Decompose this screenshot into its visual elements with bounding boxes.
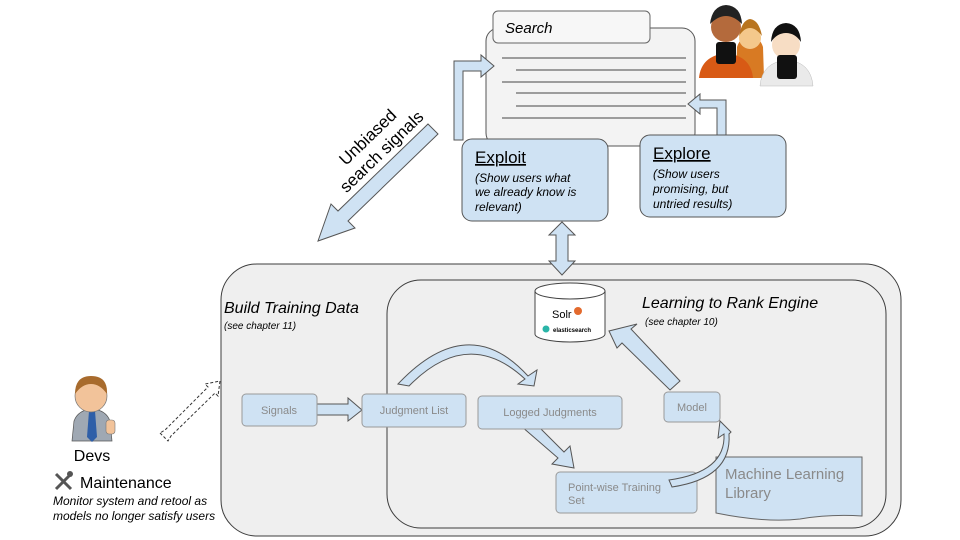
elastic-logo-text: elasticsearch <box>553 328 591 334</box>
model-to-engine-arrow <box>608 323 681 391</box>
model-label: Model <box>677 402 707 414</box>
solr-logo-text: Solr <box>552 309 572 321</box>
training-title: Build Training Data <box>224 300 359 317</box>
devs-label: Devs <box>74 448 110 465</box>
exploit-desc-line-2: we already know is <box>475 185 576 199</box>
exploit-box: Exploit (Show users what we already know… <box>461 138 609 222</box>
pointwise-label-line-2: Set <box>568 495 585 507</box>
explore-to-results-arrow <box>687 92 727 137</box>
judgment-list-node: Judgment List <box>361 393 467 428</box>
solr-logo-icon <box>574 307 582 315</box>
exploit-engine-double-arrow <box>547 221 577 276</box>
signals-node: Signals <box>241 393 318 427</box>
training-loop-curved-arrow <box>668 419 732 488</box>
search-results-window <box>485 27 696 147</box>
exploit-to-results-arrow <box>453 53 495 141</box>
elastic-logo-icon <box>542 325 550 333</box>
ml-library-label-line-1: Machine Learning <box>725 466 844 483</box>
users-icon <box>699 5 814 87</box>
logged-judgments-label: Logged Judgments <box>503 407 597 419</box>
ml-library-label-line-2: Library <box>725 485 771 502</box>
maintenance-desc-line-2: models no longer satisfy users <box>53 509 215 523</box>
logged-judgments-node: Logged Judgments <box>477 395 623 430</box>
maintenance-label: Maintenance <box>80 475 172 492</box>
judgment-to-logged-curved-arrow <box>397 344 538 387</box>
explore-desc-line-3: untried results) <box>653 197 732 211</box>
exploit-title: Exploit <box>475 148 526 167</box>
maintenance-desc-line-1: Monitor system and retool as <box>53 494 207 508</box>
exploit-desc-line-3: relevant) <box>475 200 522 214</box>
explore-desc-line-2: promising, but <box>652 182 729 196</box>
developer-avatar-icon <box>71 376 116 442</box>
training-ref: (see chapter 11) <box>224 321 296 332</box>
pointwise-label-line-1: Point-wise Training <box>568 482 661 494</box>
explore-title: Explore <box>653 144 711 163</box>
pointwise-training-set-node: Point-wise Training Set <box>555 471 698 514</box>
model-node: Model <box>663 391 721 423</box>
tools-icon <box>54 471 73 491</box>
exploit-desc-line-1: (Show users what <box>475 171 571 185</box>
search-engine-database-icon: Solr elasticsearch <box>534 282 606 343</box>
devs-maintenance-dashed-arrow <box>159 380 221 442</box>
ltr-ref: (see chapter 10) <box>645 317 718 328</box>
judgment-list-label: Judgment List <box>380 405 448 417</box>
search-box[interactable]: Search <box>492 10 651 44</box>
signals-node-label: Signals <box>261 405 298 417</box>
explore-box: Explore (Show users promising, but untri… <box>639 134 787 218</box>
unbiased-signals-arrow <box>317 123 439 242</box>
explore-desc-line-1: (Show users <box>653 167 720 181</box>
ml-library-node: Machine Learning Library <box>715 456 863 521</box>
ltr-title: Learning to Rank Engine <box>642 295 818 312</box>
signals-to-judgment-arrow <box>316 396 363 423</box>
search-placeholder: Search <box>505 20 553 37</box>
